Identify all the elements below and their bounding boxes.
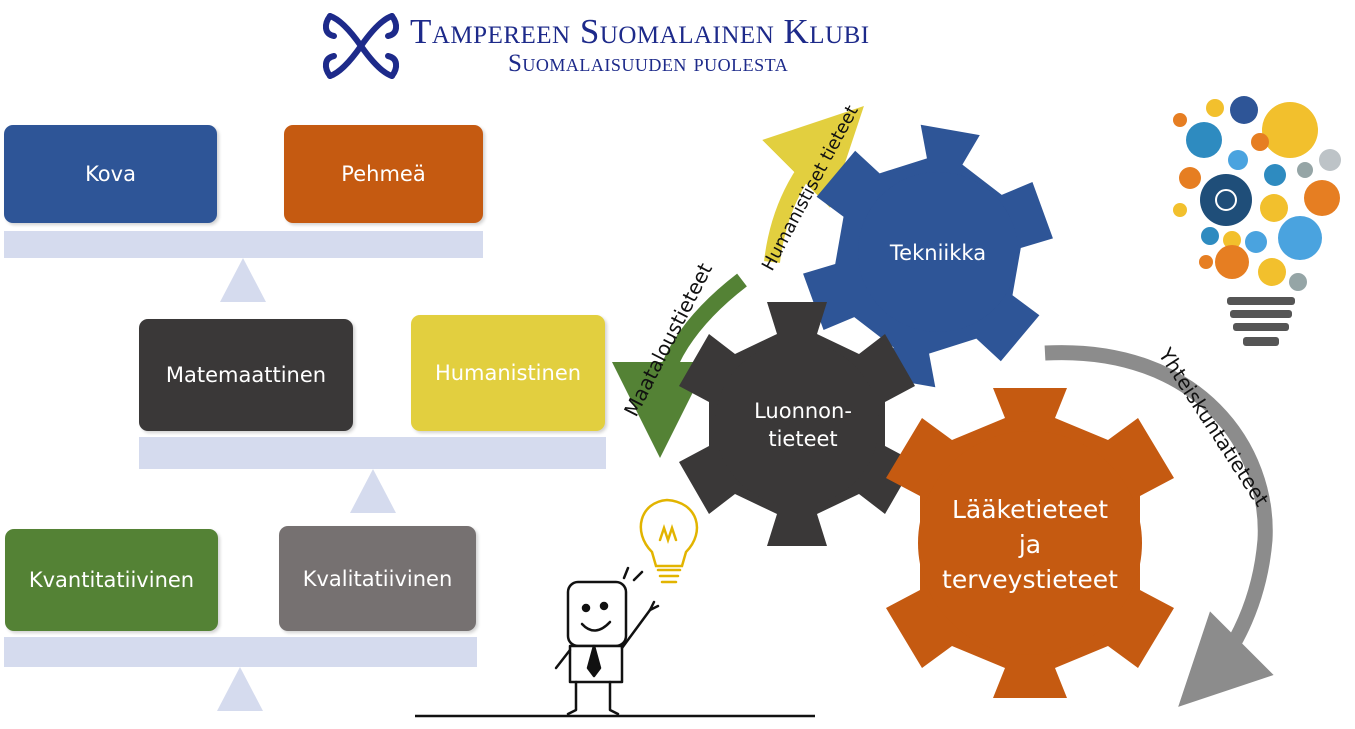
header-subtitle: Suomalaisuuden puolesta <box>508 50 789 77</box>
arrow-yhteiskunta <box>1044 345 1274 707</box>
gear-label-luonnontieteet-2: tieteet <box>768 427 837 451</box>
gear-label-laaketieteet-2: ja <box>1018 530 1041 559</box>
klubi-logo-icon <box>322 13 400 79</box>
box-matemaattinen: Matemaattinen <box>139 319 353 431</box>
lightbulb-icon <box>639 498 699 584</box>
header-title: Tampereen Suomalainen Klubi <box>410 12 870 51</box>
arrow-humanistiset <box>762 106 864 263</box>
science-lightbulb-icon <box>1172 96 1341 346</box>
gear-label-luonnontieteet-1: Luonnon- <box>754 399 852 423</box>
gear-label-laaketieteet-1: Lääketieteet <box>952 495 1108 524</box>
box-kvantitatiivinen: Kvantitatiivinen <box>5 529 218 631</box>
balance-beam-2 <box>139 437 606 469</box>
gear-label-tekniikka: Tekniikka <box>889 241 986 265</box>
box-humanistinen: Humanistinen <box>411 315 605 431</box>
balance-fulcrum-1 <box>220 258 266 302</box>
cartoon-man-icon <box>554 566 660 716</box>
label-yhteiskunta: Yhteiskuntatieteet <box>1153 343 1274 511</box>
box-kvalitatiivinen: Kvalitatiivinen <box>279 526 476 631</box>
balance-fulcrum-2 <box>350 469 396 513</box>
balance-beam-1 <box>4 231 483 258</box>
balance-beam-3 <box>4 637 477 667</box>
box-pehmea: Pehmeä <box>284 125 483 223</box>
arrow-maatalous <box>612 273 747 458</box>
gear-label-laaketieteet-3: terveystieteet <box>942 565 1118 594</box>
box-kova: Kova <box>4 125 217 223</box>
balance-fulcrum-3 <box>217 667 263 711</box>
